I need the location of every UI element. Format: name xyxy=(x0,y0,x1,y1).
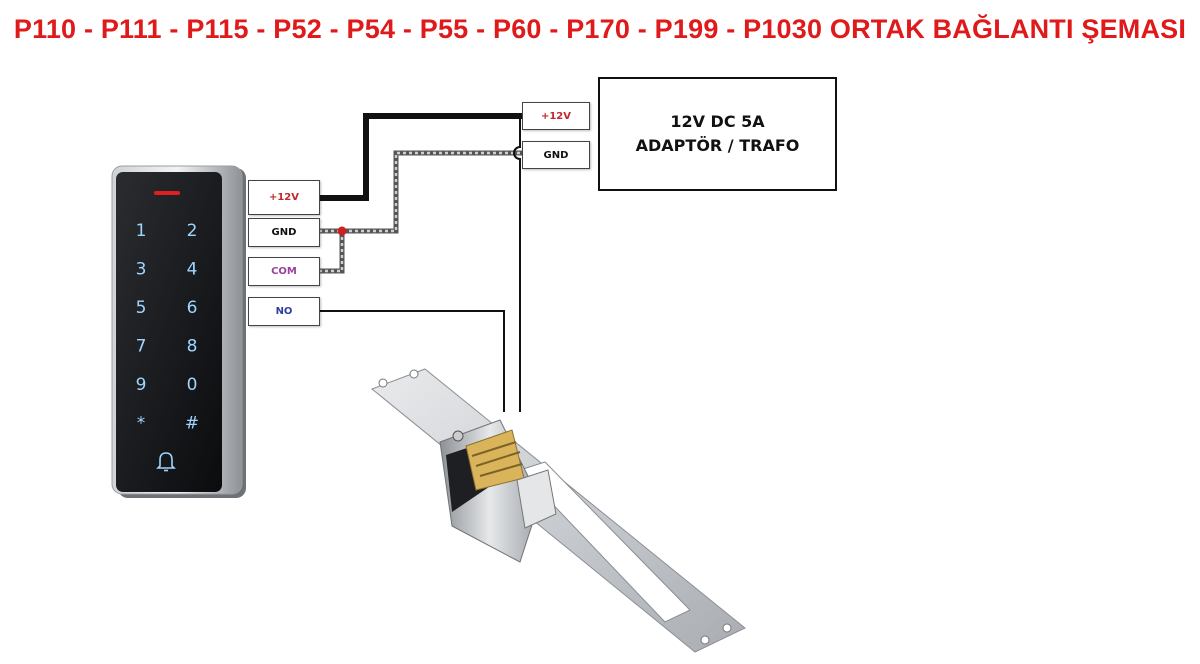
keypad-key: 4 xyxy=(187,260,198,280)
adaptor-line2: ADAPTÖR / TRAFO xyxy=(635,136,800,155)
electric-strike-lock xyxy=(371,368,746,653)
keypad-key: 0 xyxy=(187,375,198,395)
adaptor-terminal-gnd: GND xyxy=(522,141,590,169)
wire-gnd xyxy=(319,150,522,234)
keypad-key: 5 xyxy=(136,298,147,318)
keypad-key: 9 xyxy=(136,375,147,395)
wire-12v xyxy=(319,113,522,201)
wire-12v-lock xyxy=(513,116,521,412)
wire-com xyxy=(319,231,345,274)
status-led xyxy=(154,191,180,195)
keypad-key: 3 xyxy=(136,260,147,280)
diagram-title: P110 - P111 - P115 - P52 - P54 - P55 - P… xyxy=(13,14,1187,44)
keypad-key: * xyxy=(137,414,146,434)
terminal-12v-text: +12V xyxy=(268,192,300,203)
adaptor-line1: 12V DC 5A xyxy=(670,112,765,131)
bell-icon xyxy=(156,452,176,472)
keypad-key: 7 xyxy=(136,337,147,357)
terminal-com: COM xyxy=(248,257,320,286)
adaptor-terminal-gnd-text: GND xyxy=(543,149,569,161)
keypad-key: 8 xyxy=(187,337,198,357)
terminal-no: NO xyxy=(248,297,320,326)
terminal-gnd-text: GND xyxy=(271,227,297,238)
terminal-com-text: COM xyxy=(271,266,297,277)
terminal-12v: +12V xyxy=(248,180,320,215)
keypad-key: 2 xyxy=(187,221,198,241)
wires xyxy=(319,113,522,412)
junction-dot xyxy=(337,226,347,236)
keypad-device: 1 2 3 4 5 6 7 8 9 0 * # xyxy=(111,165,246,498)
power-adaptor-box: 12V DC 5A ADAPTÖR / TRAFO xyxy=(598,77,837,191)
keypad-key: 6 xyxy=(187,298,198,318)
wire-no xyxy=(319,310,505,412)
keypad-key: 1 xyxy=(136,221,147,241)
terminal-no-text: NO xyxy=(275,306,293,317)
terminal-gnd: GND xyxy=(248,218,320,247)
keypad-key: # xyxy=(185,414,199,434)
adaptor-terminal-12v: +12V xyxy=(522,102,590,130)
adaptor-terminal-12v-text: +12V xyxy=(540,110,572,122)
